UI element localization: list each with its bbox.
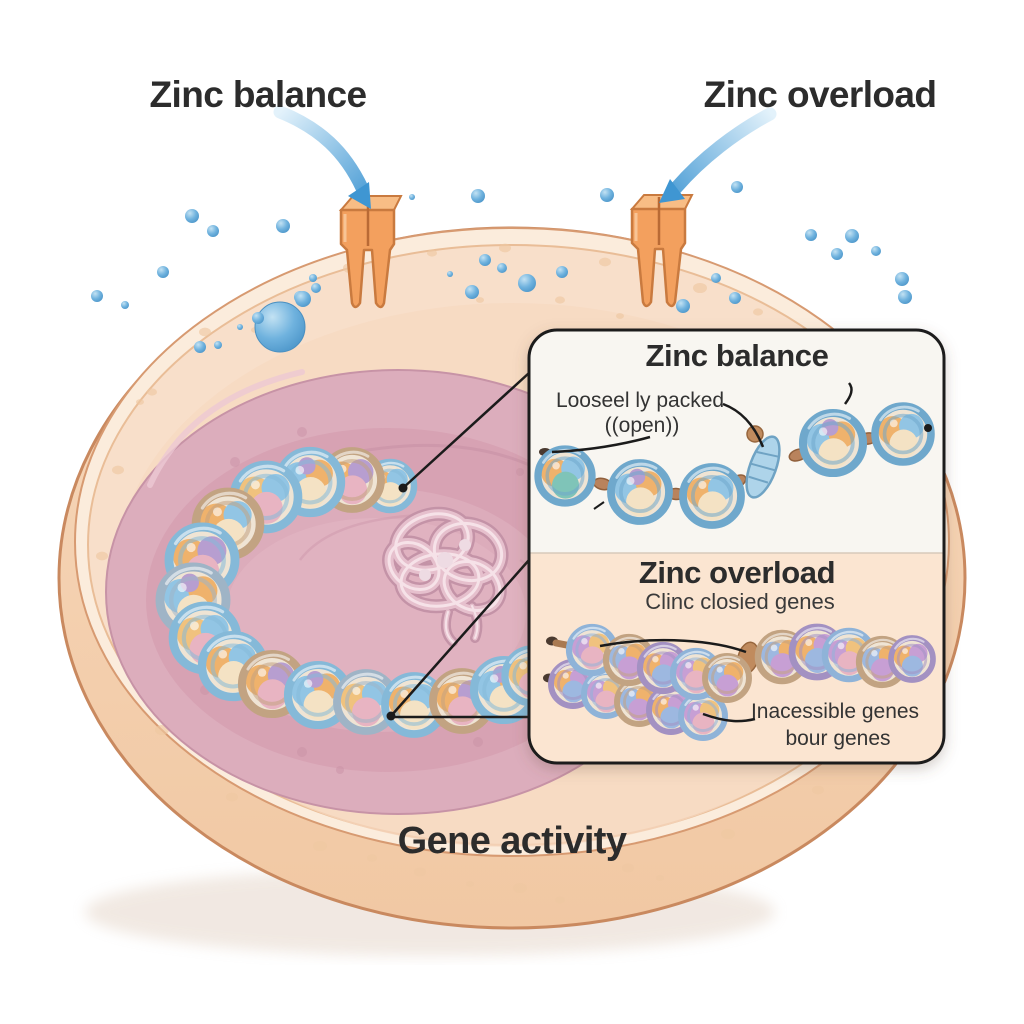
inset-callout-lines (551, 382, 932, 723)
nucleosome-bead (607, 459, 673, 525)
zinc-ion-dot (497, 263, 507, 273)
zinc-ion-dot (121, 301, 129, 309)
balance-open-label-line1: Looseel ly packed (555, 389, 725, 412)
nucleosome-bead (679, 463, 745, 529)
inset-overload-title: Zinc overload (638, 555, 836, 590)
chromatin-main-chain (155, 446, 563, 738)
callout-lines (386, 372, 530, 721)
balance-open-label-line2: ((open)) (604, 414, 680, 437)
overload-subtitle: Clinc closied genes (645, 589, 835, 614)
inset-balance-title: Zinc balance (645, 338, 829, 373)
zinc-ion-dot (214, 341, 222, 349)
zinc-ion-dot (185, 209, 199, 223)
zinc-ion-dot (207, 225, 219, 237)
zinc-ion-dot (518, 274, 536, 292)
gene-activity-label: Gene activity (397, 820, 627, 862)
zinc-ion-dot (471, 189, 485, 203)
zinc-ion-dot (831, 248, 843, 260)
zinc-ion-dot (731, 181, 743, 193)
zinc-ion-dot (845, 229, 859, 243)
zinc-ion-dot (157, 266, 169, 278)
zinc-ion-dot (479, 254, 491, 266)
zinc-ion-dot (676, 299, 690, 313)
zinc-ion-dot (711, 273, 721, 283)
zinc-vesicle (237, 283, 321, 353)
zinc-ion-dot (91, 290, 103, 302)
zinc-balance-title: Zinc balance (149, 74, 368, 115)
callout-line-lower (390, 559, 530, 717)
influx-arrow-left-icon (273, 105, 371, 209)
stretched-nucleosome (745, 435, 781, 499)
inaccessible-label-line1: Inacessible genes (750, 700, 920, 723)
nucleosome-bead (888, 635, 936, 683)
nucleosome-bead (821, 627, 877, 683)
inset-overload-chromatin (543, 623, 936, 741)
zinc-ion-dot (194, 341, 206, 353)
chromatin-knot (382, 506, 509, 647)
callout-line-upper (402, 372, 530, 489)
zinc-overload-title: Zinc overload (703, 74, 937, 115)
zinc-ion-dot (729, 292, 741, 304)
zinc-ion-dot (447, 271, 453, 277)
zinc-ion-dot (465, 285, 479, 299)
zinc-ion-dot (309, 274, 317, 282)
zinc-ion-dot (898, 290, 912, 304)
nucleosome-bead (534, 445, 596, 507)
nucleosome-bead (798, 408, 868, 478)
zinc-ion-dot (409, 194, 415, 200)
zinc-ion-dot (871, 246, 881, 256)
inaccessible-label-line2: bour genes (785, 727, 891, 750)
nucleosome-bead (283, 660, 353, 730)
zinc-ion-dot (805, 229, 817, 241)
nucleosome-bead (702, 653, 752, 703)
zinc-ion-dot (600, 188, 614, 202)
nucleosome-bead (871, 402, 935, 466)
zinc-ion-dot (895, 272, 909, 286)
inset-balance-chromatin (534, 402, 935, 529)
influx-arrow-right-icon (659, 107, 777, 203)
zinc-ion-dot (556, 266, 568, 278)
zinc-ion-dot (276, 219, 290, 233)
